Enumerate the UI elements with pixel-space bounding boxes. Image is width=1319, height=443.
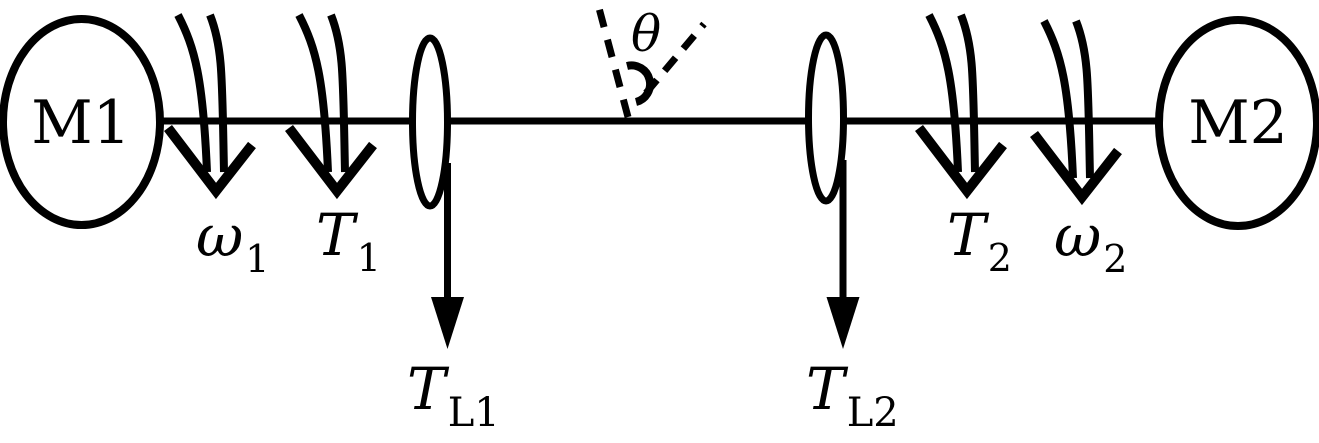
rotation-curve-icon	[957, 13, 979, 173]
filled-down-arrowhead-icon	[431, 297, 464, 349]
machine-m1-circle	[0, 15, 164, 229]
rotation-curve-icon	[295, 13, 332, 173]
rotation-arrow-t1	[285, 13, 377, 200]
down-arrowhead-icon	[285, 124, 377, 200]
machine-m2-circle	[1155, 16, 1319, 230]
rotation-curve-icon	[327, 13, 349, 173]
down-arrowhead-icon	[1030, 130, 1122, 206]
angle-theta-label: θ	[631, 5, 661, 63]
filled-down-arrowhead-icon	[826, 297, 860, 349]
rotation-curve-icon	[925, 13, 962, 173]
rotation-curve-icon	[174, 13, 211, 173]
down-arrowhead-icon	[915, 124, 1007, 200]
label-tl1-sub: L1	[448, 390, 500, 436]
label-t2: T2	[947, 201, 1012, 280]
label-t1: T1	[316, 201, 381, 280]
load-arrow-tl1	[431, 163, 464, 349]
label-tl2: TL2	[806, 355, 899, 436]
diagram-root: M1 M2	[0, 5, 1319, 436]
label-omega2-sub: 2	[1103, 237, 1127, 281]
label-t1-main: T	[316, 201, 359, 269]
label-omega1-main: ω	[196, 202, 243, 270]
rotation-arrow-omega1	[164, 13, 256, 200]
label-omega1: ω1	[196, 202, 269, 281]
angle-dashed-line-left	[595, 7, 632, 118]
rotation-arrow-omega2	[1030, 19, 1122, 206]
label-tl2-main: T	[806, 355, 849, 423]
label-t2-sub: 2	[988, 236, 1012, 280]
twist-angle-annotation: θ	[595, 5, 707, 118]
machine-m1-label: M1	[31, 88, 131, 158]
label-omega2: ω2	[1054, 202, 1127, 281]
down-arrowhead-icon	[164, 124, 256, 200]
label-tl1-main: T	[407, 355, 450, 423]
label-t1-sub: 1	[357, 236, 381, 280]
label-omega2-main: ω	[1054, 202, 1101, 270]
rotation-curve-icon	[1040, 19, 1077, 179]
label-t2-main: T	[947, 201, 990, 269]
angle-dashed-line-right	[643, 21, 707, 96]
rotation-arrow-t2	[915, 13, 1007, 200]
machine-m2-label: M2	[1188, 88, 1288, 158]
label-tl2-sub: L2	[847, 390, 899, 436]
label-omega1-sub: 1	[245, 237, 269, 281]
label-tl1: TL1	[407, 355, 500, 436]
left-disk	[409, 34, 451, 210]
angle-arc	[626, 61, 655, 106]
rotation-curve-icon	[1072, 19, 1094, 179]
rotation-curve-icon	[206, 13, 228, 173]
right-disk	[805, 31, 847, 205]
load-arrow-tl2	[826, 160, 860, 349]
